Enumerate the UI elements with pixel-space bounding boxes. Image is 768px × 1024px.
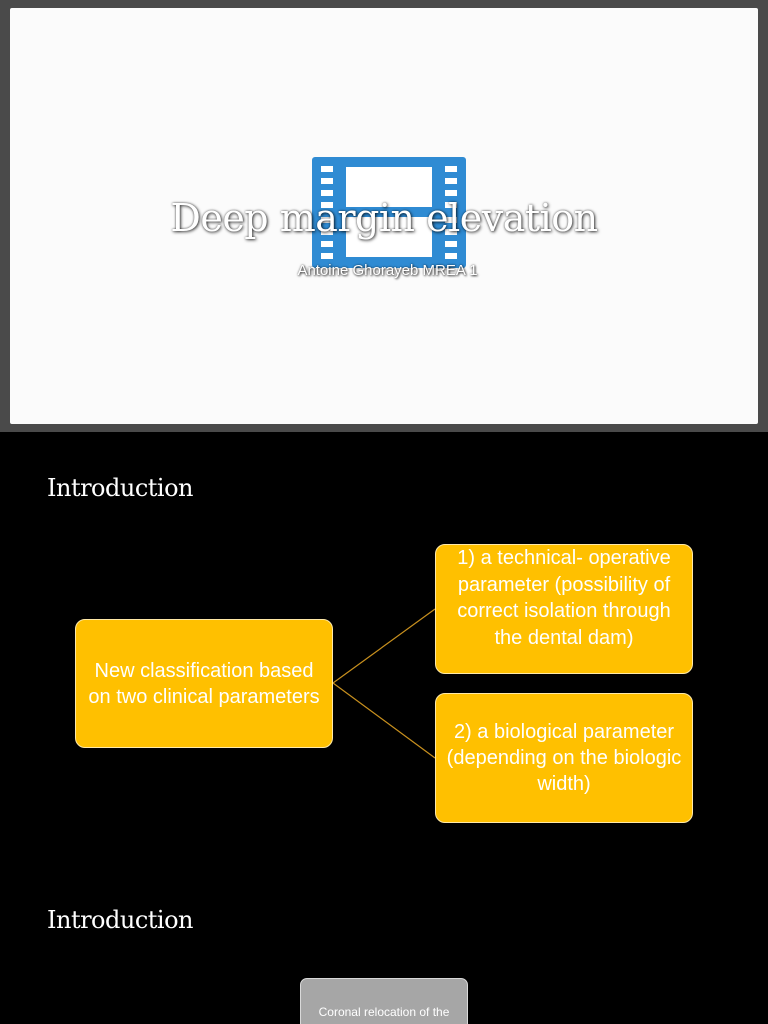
biological-parameter-box: 2) a biological parameter (depending on … <box>435 693 693 823</box>
introduction-slide: Introduction New classification based on… <box>0 432 768 864</box>
video-film-icon[interactable] <box>312 157 466 268</box>
slide-title: Deep margin elevation <box>170 196 598 240</box>
technical-parameter-box: 1) a technical- operative parameter (pos… <box>435 544 693 674</box>
slide-heading: Introduction <box>47 906 194 934</box>
classification-box: New classification based on two clinical… <box>75 619 333 748</box>
coronal-relocation-box: Coronal relocation of the <box>300 978 468 1024</box>
slide-subtitle: Antoine Ghorayeb MREA 1 <box>297 262 478 279</box>
slide-heading: Introduction <box>47 474 194 502</box>
connector-line-top <box>332 608 436 684</box>
title-slide: Deep margin elevation Antoine Ghorayeb M… <box>0 0 768 432</box>
introduction-slide-2: Introduction Coronal relocation of the <box>0 864 768 1024</box>
diagram-connectors <box>332 608 436 759</box>
connector-line-bottom <box>332 682 436 759</box>
